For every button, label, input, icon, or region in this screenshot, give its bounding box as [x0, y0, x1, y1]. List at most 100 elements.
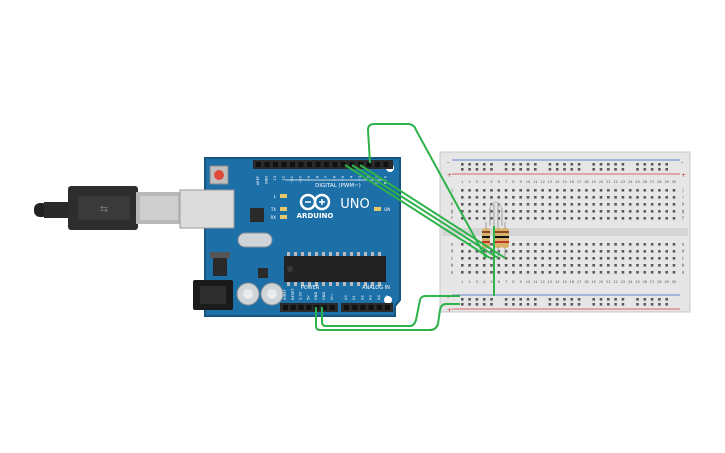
terminal-hole[interactable]: [650, 196, 654, 199]
terminal-hole[interactable]: [650, 243, 654, 246]
terminal-hole[interactable]: [614, 257, 617, 260]
terminal-hole[interactable]: [563, 189, 566, 192]
power-jack[interactable]: [193, 280, 233, 310]
terminal-hole[interactable]: [534, 196, 537, 199]
rail-hole[interactable]: [658, 303, 661, 306]
terminal-hole[interactable]: [468, 271, 471, 274]
terminal-hole[interactable]: [607, 189, 610, 192]
terminal-hole[interactable]: [490, 243, 493, 246]
terminal-hole[interactable]: [592, 189, 595, 192]
terminal-hole[interactable]: [585, 210, 588, 213]
terminal-hole[interactable]: [563, 243, 566, 246]
terminal-hole[interactable]: [534, 264, 537, 267]
rail-hole[interactable]: [614, 298, 617, 301]
terminal-hole[interactable]: [519, 210, 522, 213]
terminal-hole[interactable]: [614, 243, 617, 246]
rail-hole[interactable]: [650, 303, 654, 306]
rail-hole[interactable]: [534, 298, 537, 301]
rail-hole[interactable]: [475, 168, 479, 171]
rail-hole[interactable]: [461, 298, 464, 301]
terminal-hole[interactable]: [490, 189, 493, 192]
terminal-hole[interactable]: [482, 196, 486, 199]
terminal-hole[interactable]: [665, 243, 668, 246]
terminal-hole[interactable]: [628, 217, 632, 220]
rail-hole[interactable]: [475, 303, 479, 306]
power-pin-hole[interactable]: [322, 305, 327, 310]
terminal-hole[interactable]: [555, 203, 559, 206]
terminal-hole[interactable]: [497, 217, 501, 220]
rail-hole[interactable]: [577, 168, 581, 171]
terminal-hole[interactable]: [504, 217, 508, 220]
terminal-hole[interactable]: [592, 243, 595, 246]
digital-pin-hole[interactable]: [375, 162, 380, 167]
terminal-hole[interactable]: [468, 264, 471, 267]
terminal-hole[interactable]: [643, 243, 647, 246]
rail-hole[interactable]: [555, 303, 559, 306]
terminal-hole[interactable]: [672, 210, 676, 213]
terminal-hole[interactable]: [526, 210, 530, 213]
terminal-hole[interactable]: [468, 217, 471, 220]
terminal-hole[interactable]: [585, 271, 588, 274]
terminal-hole[interactable]: [665, 217, 668, 220]
rail-hole[interactable]: [548, 163, 552, 166]
terminal-hole[interactable]: [621, 264, 625, 267]
terminal-hole[interactable]: [468, 203, 471, 206]
analog-pin-hole[interactable]: [376, 305, 382, 310]
terminal-hole[interactable]: [628, 264, 632, 267]
terminal-hole[interactable]: [461, 243, 464, 246]
terminal-hole[interactable]: [628, 271, 632, 274]
analog-pin-hole[interactable]: [385, 305, 390, 310]
rail-hole[interactable]: [548, 303, 552, 306]
terminal-hole[interactable]: [482, 271, 486, 274]
terminal-hole[interactable]: [658, 264, 661, 267]
terminal-hole[interactable]: [504, 264, 508, 267]
rail-hole[interactable]: [548, 168, 552, 171]
terminal-hole[interactable]: [534, 217, 537, 220]
terminal-hole[interactable]: [570, 189, 574, 192]
terminal-hole[interactable]: [643, 271, 647, 274]
terminal-hole[interactable]: [555, 271, 559, 274]
terminal-hole[interactable]: [665, 271, 668, 274]
rail-hole[interactable]: [534, 163, 537, 166]
terminal-hole[interactable]: [607, 210, 610, 213]
terminal-hole[interactable]: [512, 217, 515, 220]
terminal-hole[interactable]: [621, 250, 625, 253]
terminal-hole[interactable]: [534, 189, 537, 192]
rail-hole[interactable]: [665, 168, 668, 171]
terminal-hole[interactable]: [519, 196, 522, 199]
terminal-hole[interactable]: [461, 203, 464, 206]
terminal-hole[interactable]: [577, 189, 581, 192]
terminal-hole[interactable]: [512, 189, 515, 192]
digital-pin-hole[interactable]: [383, 162, 389, 167]
terminal-hole[interactable]: [592, 210, 595, 213]
terminal-hole[interactable]: [555, 189, 559, 192]
terminal-hole[interactable]: [643, 264, 647, 267]
rail-hole[interactable]: [607, 168, 610, 171]
terminal-hole[interactable]: [461, 189, 464, 192]
terminal-hole[interactable]: [672, 250, 676, 253]
terminal-hole[interactable]: [599, 243, 603, 246]
rail-hole[interactable]: [555, 298, 559, 301]
terminal-hole[interactable]: [570, 203, 574, 206]
terminal-hole[interactable]: [541, 257, 544, 260]
rail-hole[interactable]: [526, 163, 530, 166]
rail-hole[interactable]: [592, 298, 595, 301]
digital-pin-hole[interactable]: [332, 162, 338, 167]
terminal-hole[interactable]: [504, 189, 508, 192]
terminal-hole[interactable]: [570, 243, 574, 246]
rail-hole[interactable]: [607, 298, 610, 301]
rail-hole[interactable]: [621, 163, 625, 166]
rail-hole[interactable]: [643, 298, 647, 301]
terminal-hole[interactable]: [665, 250, 668, 253]
terminal-hole[interactable]: [563, 250, 566, 253]
terminal-hole[interactable]: [534, 257, 537, 260]
terminal-hole[interactable]: [570, 257, 574, 260]
terminal-hole[interactable]: [461, 196, 464, 199]
power-pin-hole[interactable]: [306, 305, 312, 310]
rail-hole[interactable]: [607, 163, 610, 166]
terminal-hole[interactable]: [607, 196, 610, 199]
terminal-hole[interactable]: [563, 271, 566, 274]
rail-hole[interactable]: [519, 168, 522, 171]
rail-hole[interactable]: [461, 163, 464, 166]
